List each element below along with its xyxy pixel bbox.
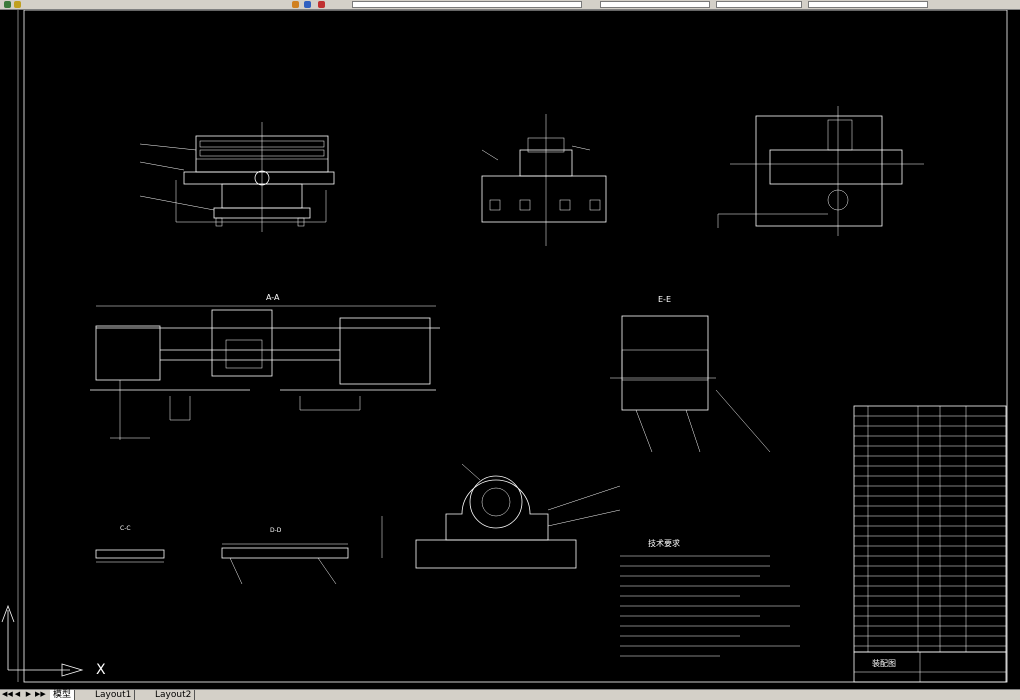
section-dd-label: D-D: [270, 527, 282, 534]
next-tab-arrow-icon[interactable]: ▶: [25, 690, 32, 698]
ucs-x-label: X: [96, 662, 106, 678]
title-block: 装配图: [853, 651, 1007, 683]
pan-icon[interactable]: [14, 1, 21, 8]
section-cc-label: C-C: [120, 525, 131, 532]
technical-requirements-block: 技术要求: [620, 538, 800, 657]
tab-model[interactable]: 模型: [50, 690, 76, 700]
top-view-drawing: [717, 106, 924, 236]
drawing-frame: [17, 10, 1008, 683]
layer-dropdown[interactable]: [352, 1, 582, 8]
model-space-canvas[interactable]: A-A E-E C-C D-D: [0, 10, 1020, 689]
prev-tab-arrow-icon[interactable]: ◀: [14, 690, 21, 698]
lineweight-dropdown[interactable]: [808, 1, 928, 8]
first-tab-arrow-icon[interactable]: ◀◀: [2, 690, 13, 698]
color-dropdown[interactable]: [600, 1, 710, 8]
section-dd-drawing: D-D: [221, 527, 349, 585]
side-view-drawing: [481, 114, 607, 246]
tab-layout2[interactable]: Layout2: [152, 690, 196, 700]
parts-list-table: [853, 405, 1007, 653]
tech-req-title: 技术要求: [648, 538, 680, 548]
last-tab-arrow-icon[interactable]: ▶▶: [35, 690, 46, 698]
section-aa-label: A-A: [266, 293, 280, 302]
zoom-icon[interactable]: [4, 1, 11, 8]
tab-layout1[interactable]: Layout1: [92, 690, 136, 700]
section-ee-drawing: E-E: [610, 295, 771, 453]
bearing-housing-drawing: [381, 463, 621, 569]
front-view-drawing: [139, 122, 335, 232]
top-toolbar: [0, 0, 1020, 10]
linetype-dropdown[interactable]: [716, 1, 802, 8]
ucs-icon: X: [1, 604, 106, 678]
layout-tab-bar: ◀◀ ◀ ▶ ▶▶ 模型 Layout1 Layout2: [0, 689, 1020, 700]
linetype-icon[interactable]: [318, 1, 325, 8]
section-aa-drawing: A-A: [90, 293, 440, 440]
title-block-name: 装配图: [872, 658, 896, 668]
section-ee-label: E-E: [658, 295, 671, 304]
layer-icon[interactable]: [292, 1, 299, 8]
section-cc-drawing: C-C: [95, 525, 165, 563]
color-icon[interactable]: [304, 1, 311, 8]
